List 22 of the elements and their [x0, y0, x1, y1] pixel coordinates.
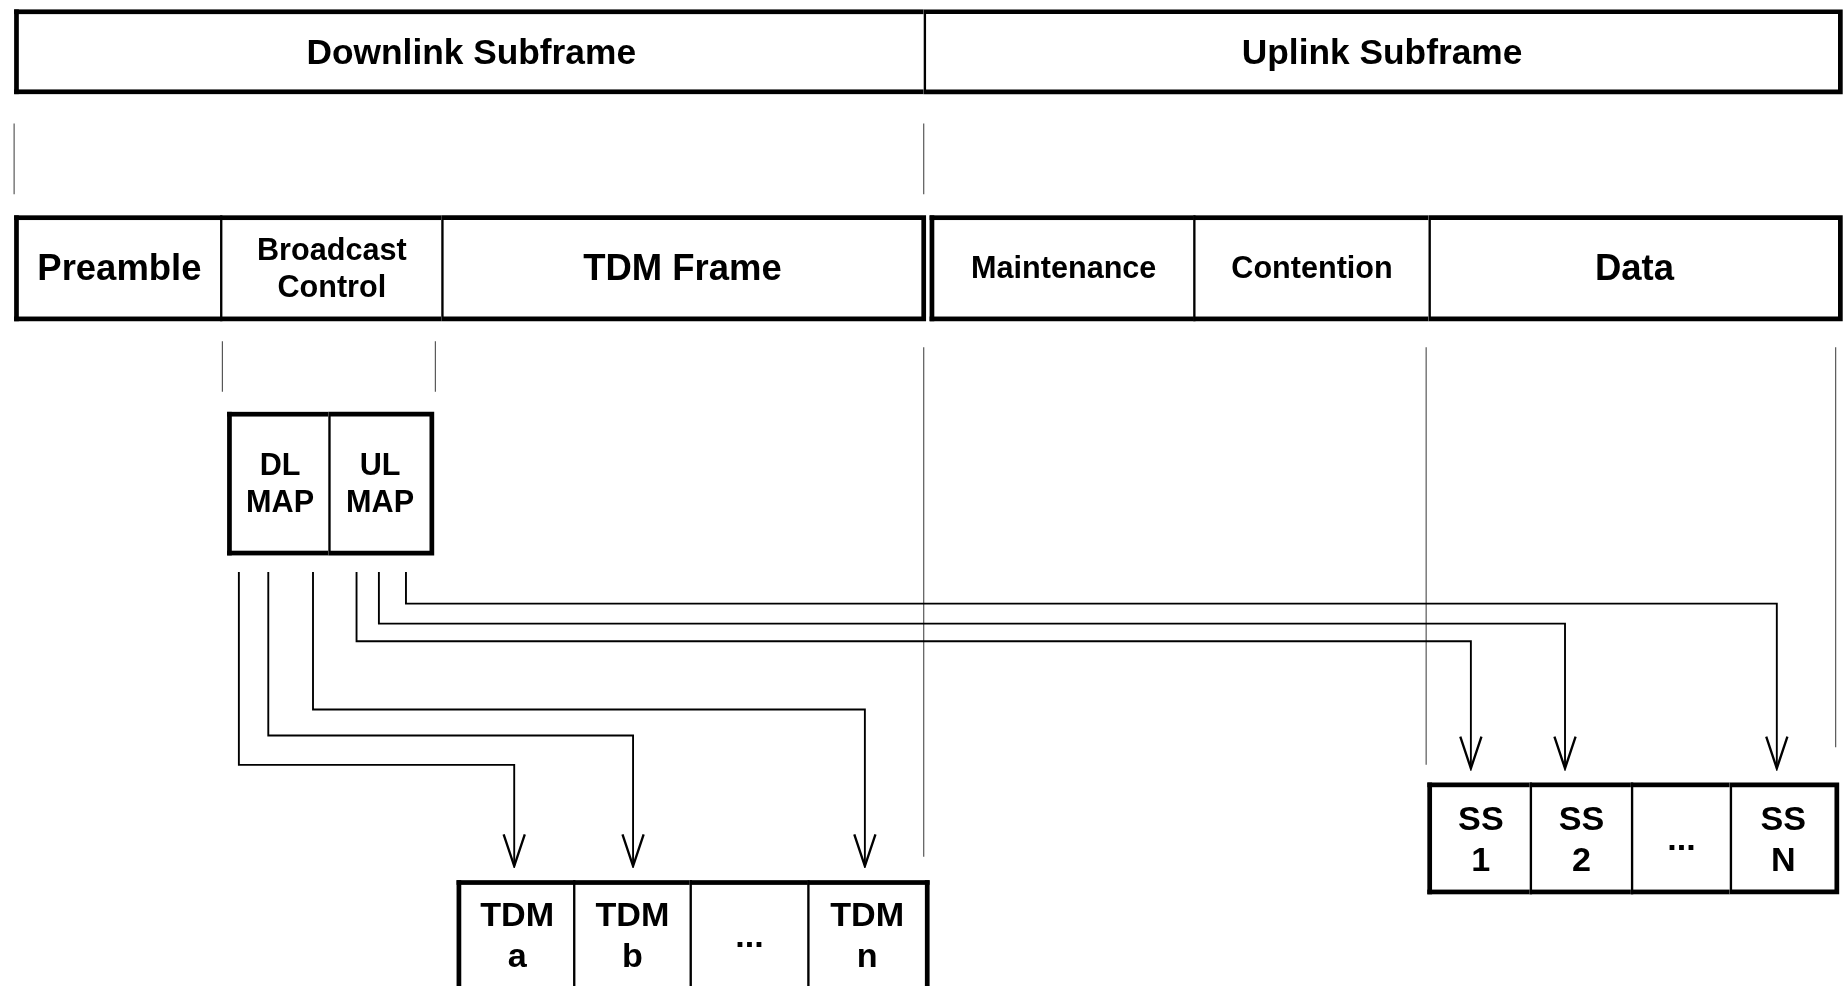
frame-field: TDM Frame [441, 215, 927, 322]
frame-field: SS N [1729, 782, 1840, 895]
frame-field: TDM n [807, 880, 930, 986]
frame-field: SS 2 [1529, 782, 1631, 895]
frame-field: Downlink Subframe [14, 9, 924, 95]
arrow [312, 570, 877, 868]
arrow [267, 570, 645, 868]
frame-field: DL MAP [227, 411, 329, 556]
arrow [405, 570, 1789, 770]
frame-field: ... [1630, 782, 1730, 895]
frame-field: SS 1 [1427, 782, 1530, 895]
arrow [237, 570, 526, 868]
frame-field: Maintenance [929, 215, 1194, 322]
frame-field: Uplink Subframe [923, 9, 1843, 95]
frame-field: Contention [1193, 215, 1429, 322]
frame-field: UL MAP [328, 411, 435, 556]
frame-field: Broadcast Control [220, 215, 442, 322]
frame-field: Data [1428, 215, 1843, 322]
frame-field: ... [689, 880, 808, 986]
frame-field: TDM a [456, 880, 574, 986]
frame-field: TDM b [573, 880, 690, 986]
frame-field: Preamble [14, 215, 221, 322]
